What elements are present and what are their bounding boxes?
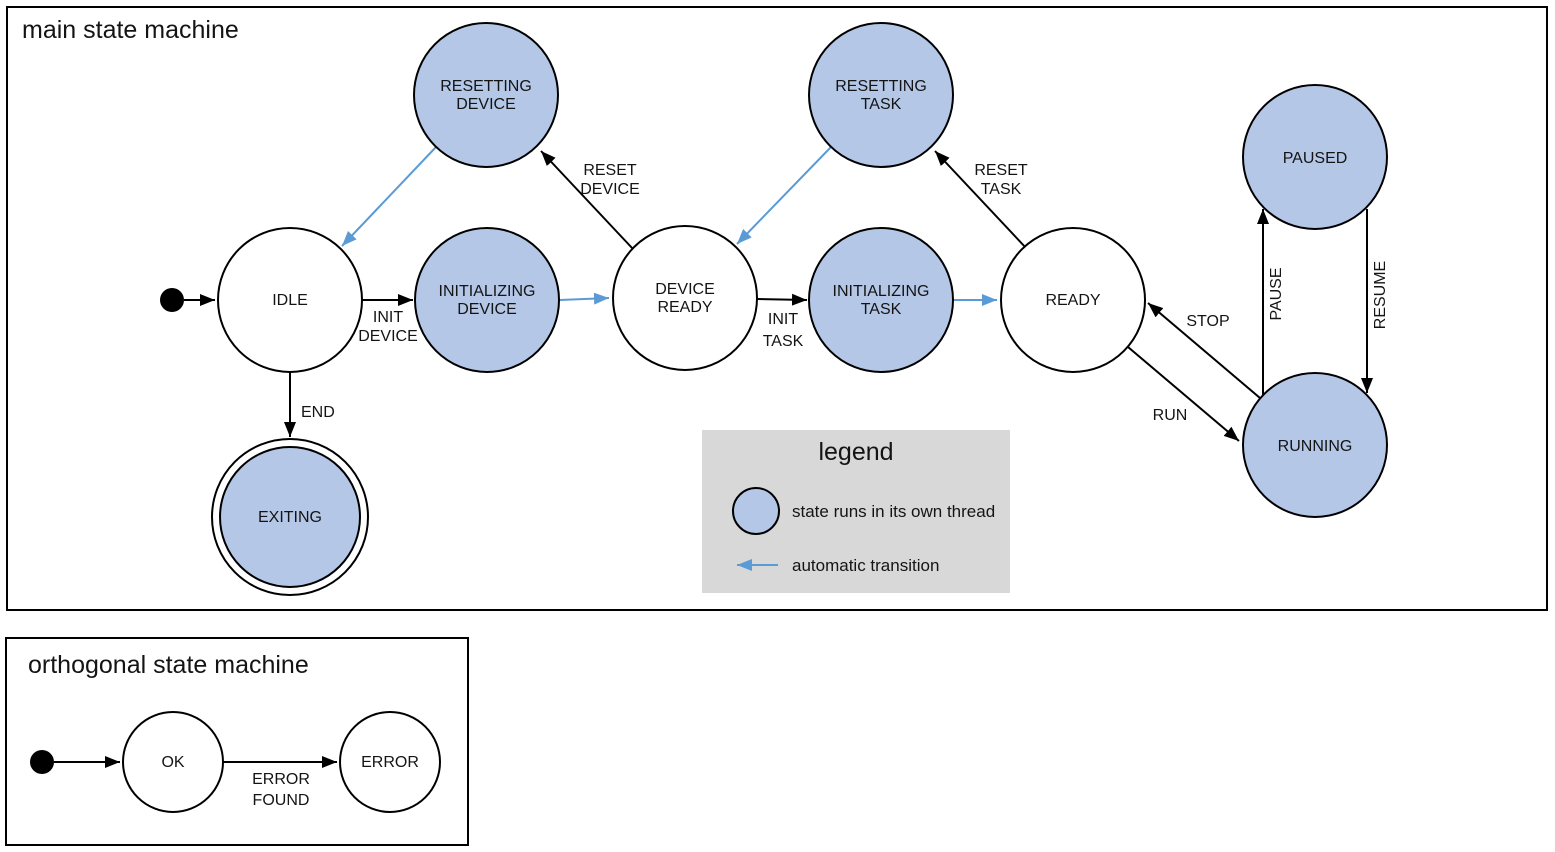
state-label-device-ready: READY	[657, 299, 712, 316]
transition-label-init-device: INIT	[373, 309, 403, 326]
state-label-exiting: EXITING	[258, 509, 322, 526]
state-label-resetting-task: TASK	[861, 96, 902, 113]
orthogonal-frame	[5, 637, 469, 846]
legend-thread-state-icon	[732, 487, 780, 535]
transition-label-run: RUN	[1153, 407, 1188, 424]
transition-label-reset-device: DEVICE	[580, 181, 640, 198]
state-initializing-device	[414, 227, 560, 373]
state-label-resetting-task: RESETTING	[835, 78, 927, 95]
transition-reset-task-arrow	[934, 150, 1028, 250]
transition-label-init-task: INIT	[768, 311, 798, 328]
state-label-initializing-task: TASK	[861, 301, 902, 318]
state-label-ok: OK	[161, 754, 184, 771]
transition-label-reset-device: RESET	[583, 162, 637, 179]
auto-transition-initializing-device-to-device-ready-arrow	[559, 292, 610, 305]
state-resetting-task	[808, 22, 954, 168]
transition-run-arrow	[1127, 346, 1240, 442]
state-label-initializing-device: DEVICE	[457, 301, 517, 318]
state-label-paused: PAUSED	[1283, 150, 1348, 167]
transition-label-init-task: TASK	[763, 333, 804, 350]
state-label-initializing-task: INITIALIZING	[833, 283, 930, 300]
state-label-device-ready: DEVICE	[655, 281, 715, 298]
state-ok	[122, 711, 224, 813]
state-paused	[1242, 84, 1388, 230]
main-frame	[6, 6, 1548, 611]
state-idle	[217, 227, 363, 373]
legend-auto-label: automatic transition	[792, 556, 939, 575]
transition-label-init-device: DEVICE	[358, 328, 418, 345]
legend-thread-label: state runs in its own thread	[792, 502, 995, 521]
state-running	[1242, 372, 1388, 518]
state-device-ready	[612, 225, 758, 371]
main-title: main state machine	[22, 16, 239, 44]
state-label-resetting-device: RESETTING	[440, 78, 532, 95]
state-label-resetting-device: DEVICE	[456, 96, 516, 113]
state-label-idle: IDLE	[272, 292, 308, 309]
state-label-ready: READY	[1045, 292, 1100, 309]
state-label-initializing-device: INITIALIZING	[439, 283, 536, 300]
state-error	[339, 711, 441, 813]
state-exiting	[219, 446, 361, 588]
orthogonal-initial-state-dot	[30, 750, 54, 774]
legend-title: legend	[818, 438, 893, 466]
transition-stop-arrow	[1147, 302, 1261, 399]
transition-label-resume: RESUME	[1372, 261, 1389, 329]
orthogonal-title: orthogonal state machine	[28, 651, 309, 679]
main-initial-state-dot	[160, 288, 184, 312]
transition-label-stop: STOP	[1186, 313, 1229, 330]
transition-label-error-found: ERROR	[252, 771, 310, 788]
transition-label-pause: PAUSE	[1268, 267, 1285, 320]
transition-label-end: END	[301, 404, 335, 421]
transition-label-reset-task: RESET	[974, 162, 1028, 179]
transition-label-error-found: FOUND	[253, 792, 310, 809]
state-initializing-task	[808, 227, 954, 373]
state-label-running: RUNNING	[1278, 438, 1353, 455]
state-label-error: ERROR	[361, 754, 419, 771]
state-resetting-device	[413, 22, 559, 168]
auto-transition-resetting-device-to-idle-arrow	[341, 146, 437, 247]
auto-transition-resetting-task-to-device-ready-arrow	[736, 146, 832, 245]
transition-init-task-arrow	[756, 293, 808, 306]
state-ready	[1000, 227, 1146, 373]
transition-reset-device-arrow	[540, 150, 634, 250]
transition-label-reset-task: TASK	[981, 181, 1022, 198]
